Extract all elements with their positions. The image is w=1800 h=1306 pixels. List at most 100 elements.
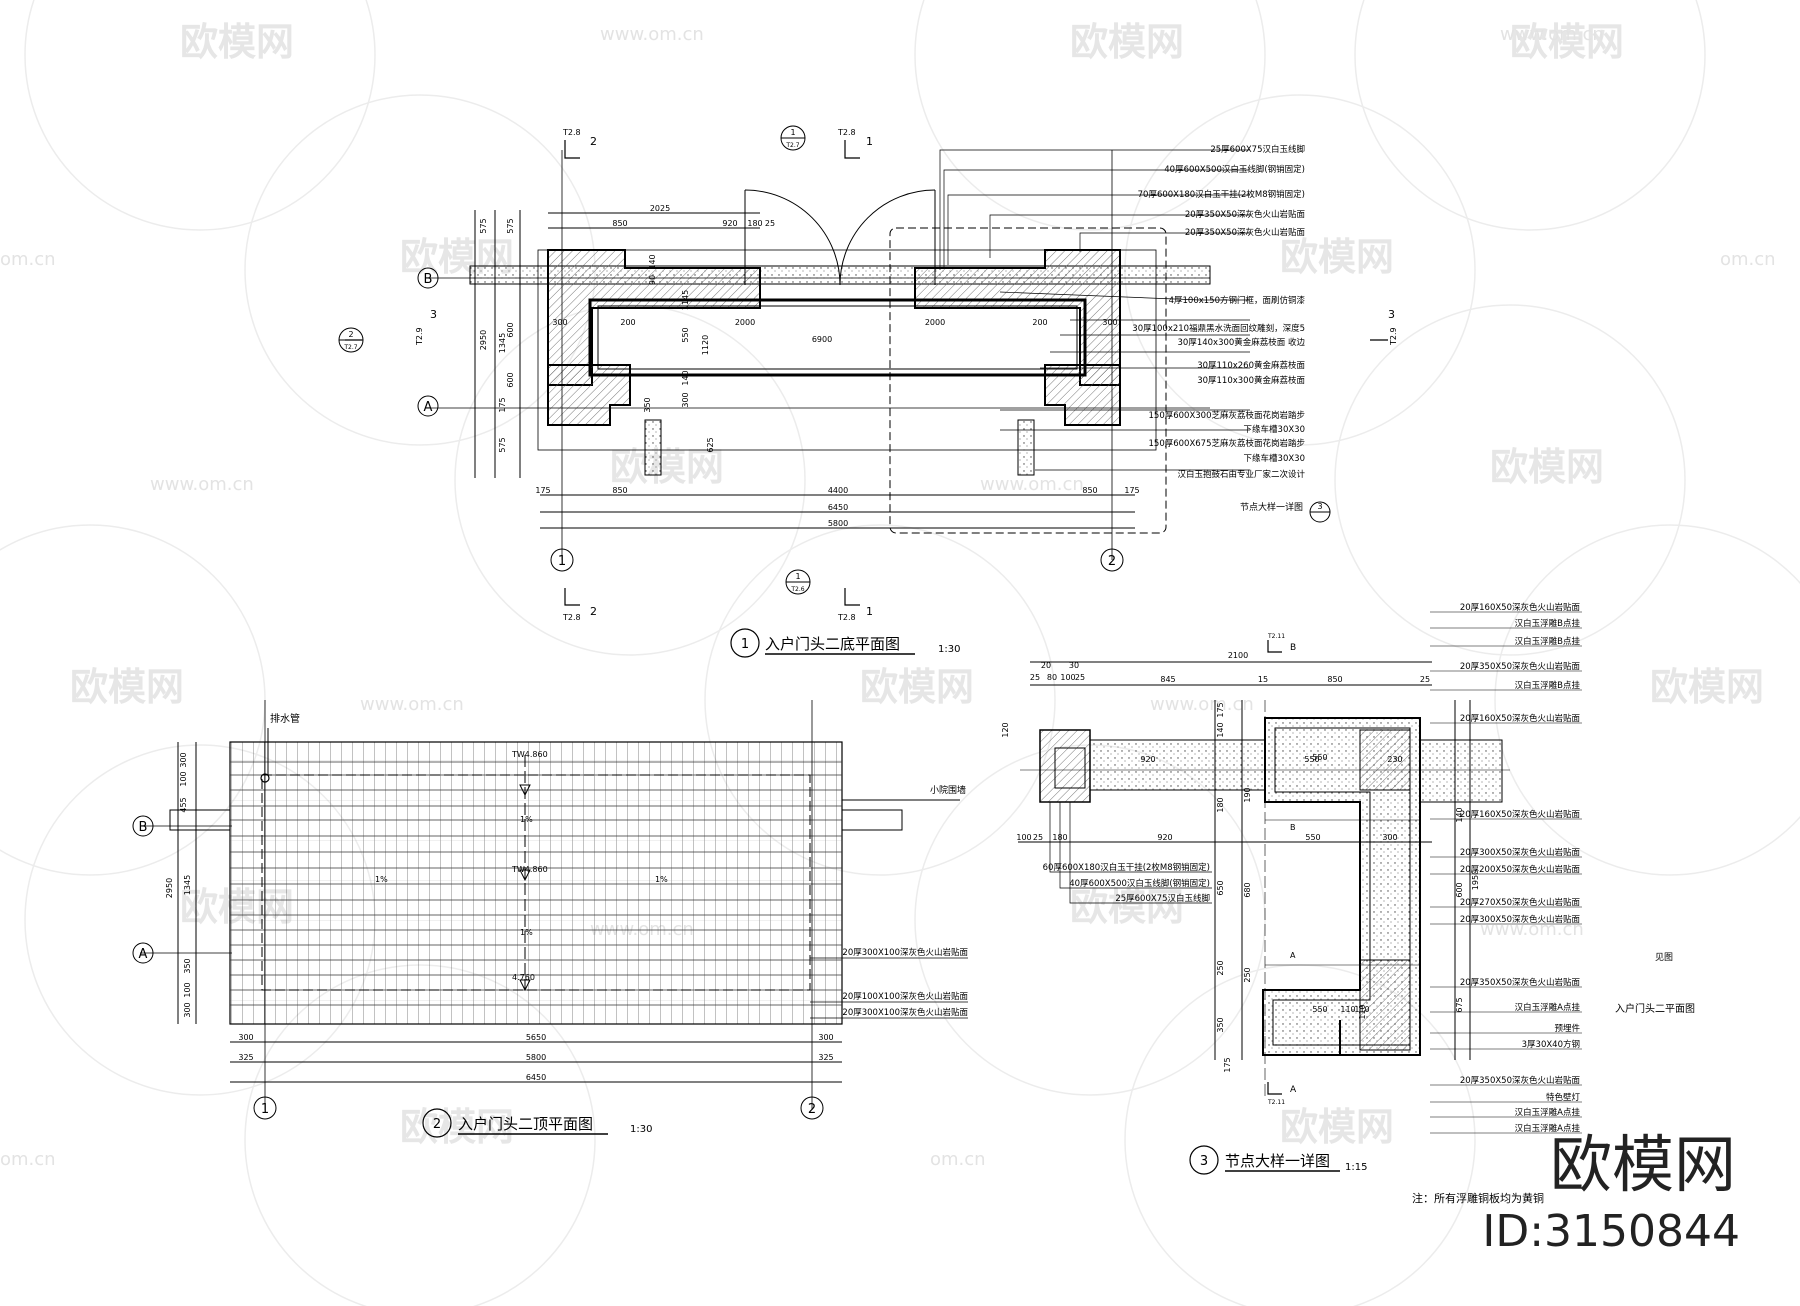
axis-label-2: 2: [1108, 554, 1116, 569]
grid-bubble-a: A: [417, 395, 439, 417]
dim-text: 175: [1124, 486, 1139, 495]
section-ref-top-2: 2: [590, 135, 597, 148]
material-note: 汉白玉浮雕A点挂: [1515, 1002, 1581, 1013]
grid-label-b: B: [424, 272, 433, 287]
dim-text: 850: [1082, 486, 1097, 495]
dim-text: 180: [1216, 797, 1225, 812]
dim-text: 300: [238, 1033, 253, 1042]
svg-text:2: 2: [808, 1102, 816, 1117]
axis-bubble-1b: 1: [253, 1096, 277, 1120]
dim-text: 675: [1455, 997, 1464, 1012]
elevation-1: TW4.860: [511, 750, 548, 759]
watermark-url: www.om.cn: [1150, 694, 1254, 715]
dim-text: 850: [612, 219, 627, 228]
watermark-ring: [1334, 304, 1686, 656]
section-ref-top-1: 1: [866, 135, 873, 148]
watermark-ring: [914, 0, 1266, 231]
dim-text: 2950: [165, 878, 174, 898]
dim-text: 300: [1382, 833, 1397, 842]
material-note: 下缘车槽30X30: [1244, 453, 1305, 464]
dim-text: 920: [1140, 755, 1155, 764]
dim-text: 920: [722, 219, 737, 228]
dim-text: 550: [1304, 755, 1319, 764]
dim-text: 550: [1305, 833, 1320, 842]
watermark-ring: [704, 524, 1056, 876]
svg-text:A: A: [1290, 951, 1296, 960]
watermark-ring: [1494, 524, 1800, 876]
sheet-ref-left: T2.9: [415, 327, 424, 346]
dim-text: 25: [1030, 673, 1040, 682]
plan1-title-num: 1: [741, 637, 749, 652]
plan1-title-text: 入户门头二底平面图: [765, 635, 900, 653]
watermark-logo: 欧模网: [1280, 1105, 1394, 1149]
svg-text:T2.6: T2.6: [790, 586, 804, 593]
dim-text: 1345: [183, 875, 192, 895]
svg-text:B: B: [139, 820, 148, 835]
detail-notes-right: 20厚160X50深灰色火山岩贴面汉白玉浮雕B点挂汉白玉浮雕B点挂20厚350X…: [1460, 602, 1581, 1134]
dim-text: 230: [1387, 755, 1402, 764]
dim-text: 15: [1258, 675, 1268, 684]
material-note: 20厚350X50深灰色火山岩贴面: [1185, 227, 1306, 238]
svg-text:T2.7: T2.7: [343, 344, 357, 351]
material-note: 汉白玉浮雕A点挂: [1515, 1107, 1581, 1118]
brand-logo-text: 欧模网: [1550, 1128, 1736, 1201]
dim-text: 180: [747, 219, 762, 228]
brand-block: 欧模网 ID:3150844: [1482, 1128, 1740, 1257]
dim-text: 200: [1032, 318, 1047, 327]
plan2-material-notes: 20厚300X100深灰色火山岩贴面20厚100X100深灰色火山岩贴面20厚3…: [842, 947, 968, 1018]
material-note: 20厚200X50深灰色火山岩贴面: [1460, 864, 1581, 875]
material-note: 20厚300X100深灰色火山岩贴面: [842, 947, 968, 958]
dim-text: 1120: [701, 335, 710, 355]
dim-text: 2000: [735, 318, 755, 327]
watermark-short-url: om.cn: [1720, 249, 1776, 270]
dim-text: 190: [1243, 787, 1252, 802]
dim-text: 175: [1223, 1057, 1232, 1072]
drain-pipe-label: 排水管: [270, 712, 300, 725]
dim-text: 300: [818, 1033, 833, 1042]
dim-text: 140: [1455, 807, 1464, 822]
dim-text: 6900: [812, 335, 832, 344]
dim-text: 90: [648, 275, 657, 285]
watermark-ring: [1354, 0, 1706, 231]
dim-text: 600: [1455, 882, 1464, 897]
slope-1: 1%: [520, 815, 533, 824]
plan1-material-notes: 25厚600X75汉白玉线脚40厚600X500汉白玉线脚(钢销固定)70厚60…: [1132, 144, 1305, 480]
material-note: 下缘车槽30X30: [1244, 424, 1305, 435]
watermark-logo: 欧模网: [70, 665, 184, 709]
dim-text: 575: [479, 218, 488, 233]
section-ref-bottom-1: 1: [866, 605, 873, 618]
dim-text: 300: [179, 752, 188, 767]
svg-text:A: A: [139, 947, 148, 962]
material-note: 4厚100x150方钢门框，面刷仿铜漆: [1169, 295, 1306, 306]
dim-text: 550: [1312, 753, 1327, 762]
dim-text: 1145: [681, 290, 690, 310]
dim-text: 600: [506, 372, 515, 387]
watermark-url: www.om.cn: [150, 474, 254, 495]
section-ref-left-3: 3: [430, 308, 437, 321]
sheet-ref-right: T2.9: [1389, 327, 1398, 346]
slope-4: 1%: [655, 875, 668, 884]
material-note: 40厚600X500汉白玉线脚(钢销固定): [1164, 164, 1305, 175]
section-ref-bottom-2: 2: [590, 605, 597, 618]
dim-text: 140: [681, 370, 690, 385]
dim-text: 650: [1216, 880, 1225, 895]
material-note: 30厚110x300黄金麻荔枝面: [1197, 375, 1305, 386]
material-note: 25厚600X75汉白玉线脚: [1210, 144, 1305, 155]
material-note: 60厚600X180汉白玉干挂(2枚M8钢销固定): [1043, 862, 1210, 873]
section-ref-right-3: 3: [1388, 308, 1395, 321]
material-note: 汉白玉浮雕B点挂: [1515, 680, 1581, 691]
grid-bubble-b: B: [417, 267, 439, 289]
material-note: 汉白玉抱鼓石由专业厂家二次设计: [1177, 469, 1305, 480]
reference-plan-label: 入户门头二平面图: [1615, 1002, 1695, 1015]
dim-text: 5650: [526, 1033, 546, 1042]
detail-notes-left: 60厚600X180汉白玉干挂(2枚M8钢销固定)40厚600X500汉白玉线脚…: [1043, 862, 1210, 904]
dim-text: 100: [179, 771, 188, 786]
plan2-title: 2 入户门头二顶平面图 1:30: [422, 1108, 652, 1138]
dim-text: 550: [1312, 1005, 1327, 1014]
entry-gate-base-plan: B A 1 2 2 1 T2.8 T2.8 2 1 T2.8 T2.8 3 3 …: [338, 125, 1398, 658]
detail-ref-bubble: 3: [1309, 501, 1331, 523]
